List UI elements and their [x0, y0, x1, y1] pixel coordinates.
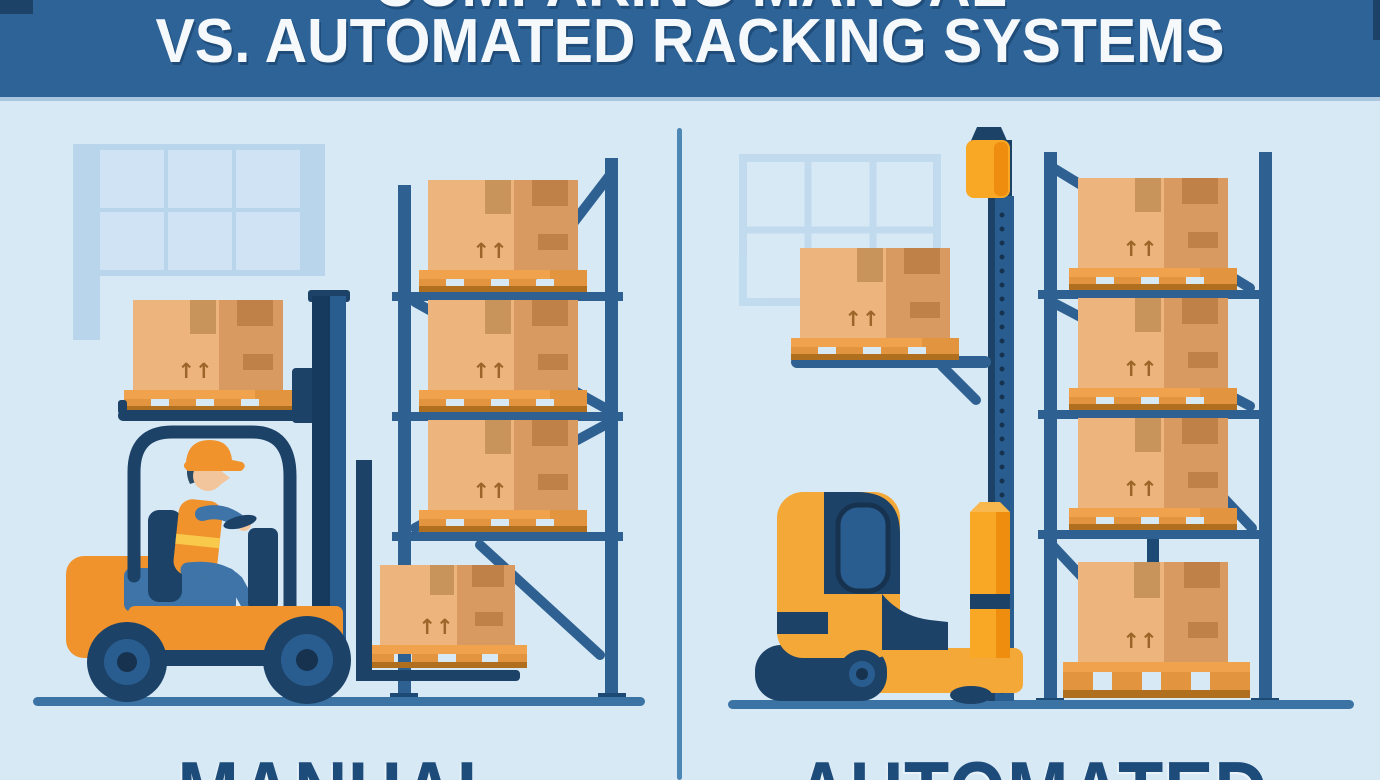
- floor-line-left: [33, 697, 645, 706]
- banner-title-line1: COMPARING MANUAL: [35, 0, 1346, 21]
- stored-box-floor: ↑↑: [1063, 562, 1250, 698]
- fork-arm: [118, 410, 312, 421]
- agv-wheel: [838, 650, 886, 698]
- agv-coupler: [882, 594, 948, 650]
- automated-panel-label: AUTOMATED: [796, 742, 1269, 780]
- manual-panel-scene: ↑↑: [33, 144, 645, 706]
- forklift-mast: [308, 290, 520, 681]
- agv-lift-pillar: [970, 502, 1010, 658]
- manual-panel-label: MANUAL: [177, 742, 502, 780]
- agv-caster-wheel: [950, 686, 992, 704]
- automated-panel-scene: ↑↑: [728, 127, 1354, 709]
- front-wheel: [263, 616, 351, 704]
- lifted-box: [124, 300, 292, 412]
- agv-robot: [755, 492, 1023, 704]
- title-banner: COMPARING MANUAL VS. AUTOMATED RACKING S…: [0, 0, 1380, 101]
- fragile-arrows-icon: ↑↑: [418, 615, 453, 639]
- stored-box: [419, 300, 587, 412]
- banner-corner-fragment: [1373, 0, 1380, 40]
- stored-box: [1069, 418, 1237, 530]
- steering-wheel: [223, 514, 257, 530]
- seat-back: [148, 510, 182, 602]
- driver-leg: [180, 561, 262, 622]
- agv-panel: [835, 502, 891, 594]
- picked-box-on-pallet: ↑↑: [368, 565, 527, 668]
- fragile-arrows-icon: ↑↑: [1122, 629, 1157, 653]
- banner-title-line2: VS. AUTOMATED RACKING SYSTEMS: [155, 7, 1225, 76]
- stored-box: [419, 180, 587, 292]
- stored-box: [1069, 178, 1237, 290]
- hard-hat-icon: [183, 440, 245, 471]
- box-in-transit: [791, 248, 959, 360]
- stored-box: [419, 420, 587, 532]
- stored-box: [1069, 298, 1237, 410]
- rear-wheel: [87, 622, 167, 702]
- pallet-rack-automated: ↑↑: [1036, 152, 1279, 706]
- agv-base: [845, 648, 1023, 693]
- banner-corner-fragment: [0, 0, 33, 14]
- mast-carriage: [292, 368, 316, 423]
- lower-fork: [356, 670, 520, 681]
- control-console: [248, 528, 278, 610]
- floor-line-right: [728, 700, 1354, 709]
- forklift: [66, 290, 520, 704]
- warehouse-window-left: [73, 144, 325, 340]
- panel-divider: [677, 128, 682, 780]
- overhead-guard: [127, 425, 297, 641]
